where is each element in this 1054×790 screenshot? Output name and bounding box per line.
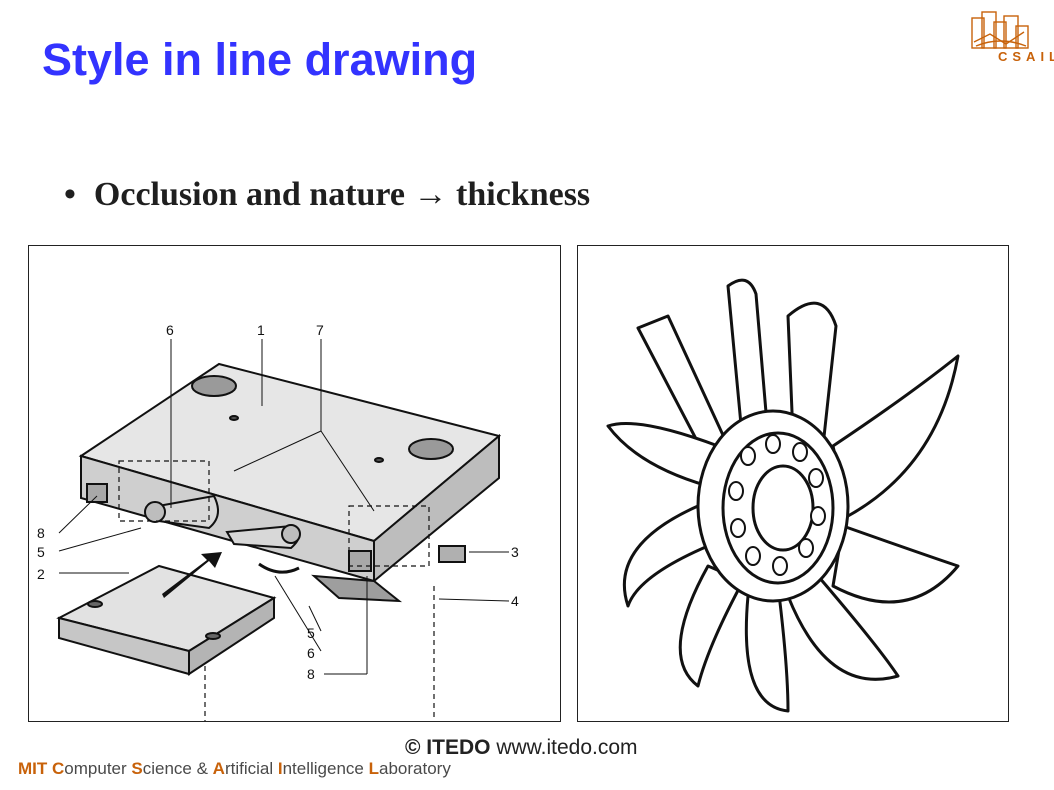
csail-logo-icon — [971, 11, 1029, 49]
callout-5-bottom: 5 — [307, 625, 315, 641]
footer-mit: MIT — [18, 759, 48, 778]
callout-6-bottom: 6 — [307, 645, 315, 661]
footer-computer: omputer — [64, 759, 132, 778]
footer-i: I — [277, 759, 283, 778]
callout-6-top: 6 — [166, 322, 174, 338]
callout-7: 7 — [316, 322, 324, 338]
csail-logo-text: CSAIL — [998, 49, 1054, 64]
arrow-icon: → — [413, 176, 448, 213]
footer-lab-name: MIT Computer Science & Artificial Intell… — [18, 759, 451, 779]
footer-l: L — [368, 759, 379, 778]
bullet-marker: • — [64, 176, 76, 213]
footer-laboratory: aboratory — [379, 759, 451, 778]
credit-url: www.itedo.com — [496, 736, 638, 759]
callout-4: 4 — [511, 593, 519, 609]
bullet-point: • Occlusion and nature → thickness — [64, 176, 590, 214]
callout-8-left: 8 — [37, 525, 45, 541]
bullet-text-after: thickness — [456, 176, 591, 213]
fan-drawing — [577, 245, 1009, 722]
footer-artificial: rtificial — [224, 759, 278, 778]
footer-science: cience & — [142, 759, 213, 778]
callout-2: 2 — [37, 566, 45, 582]
fan-illustration — [606, 278, 960, 713]
footer-s: S — [131, 759, 143, 778]
callout-3: 3 — [511, 544, 519, 560]
callout-5-left: 5 — [37, 544, 45, 560]
credit-company: © ITEDO — [405, 736, 491, 759]
callout-1: 1 — [257, 322, 265, 338]
mechanical-block-illustration: 6 1 7 8 5 2 3 4 5 6 8 — [37, 322, 519, 721]
image-credit: © ITEDO www.itedo.com — [405, 736, 638, 760]
bullet-text-before: Occlusion and nature — [93, 176, 406, 213]
slide-title: Style in line drawing — [42, 34, 478, 85]
footer-intelligence: ntelligence — [282, 759, 369, 778]
callout-8-bottom: 8 — [307, 666, 315, 682]
mechanical-block-drawing: 6 1 7 8 5 2 3 4 5 6 8 — [28, 245, 561, 722]
footer-c: C — [52, 759, 65, 778]
footer-a: A — [212, 759, 225, 778]
